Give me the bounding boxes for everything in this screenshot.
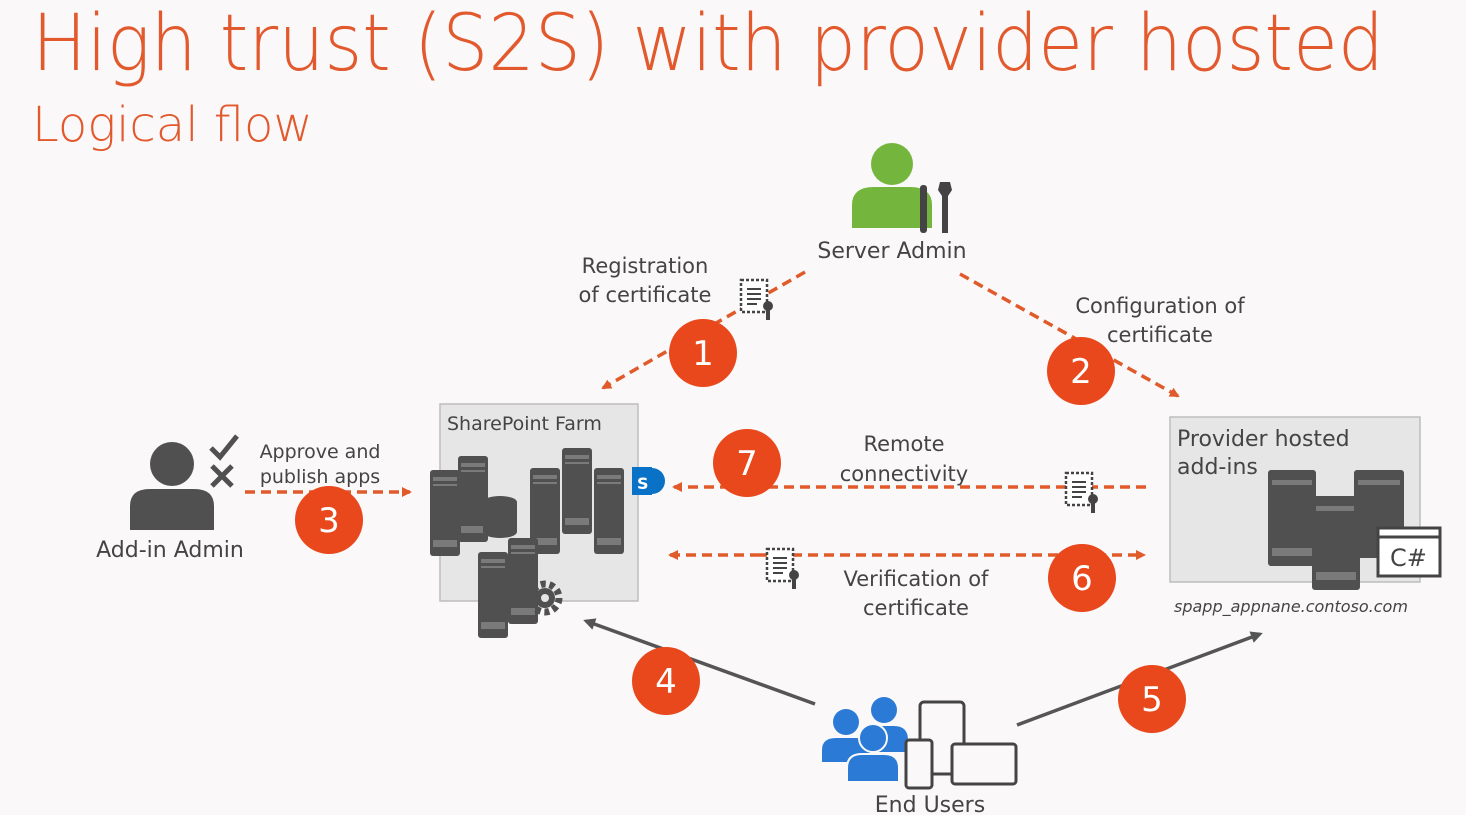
- flow-7-label-line2: connectivity: [840, 462, 968, 486]
- step-badge-4: 4: [632, 647, 700, 715]
- addin-admin-icon: [130, 442, 214, 530]
- provider-url: spapp_appnane.contoso.com: [1174, 597, 1408, 617]
- flow-6-label-line2: certificate: [863, 596, 969, 620]
- certificate-icon: [739, 278, 775, 322]
- flow-3-label-line2: publish apps: [260, 466, 380, 488]
- flow-6-label-line1: Verification of: [844, 567, 990, 591]
- flow-1-label-line1: Registration: [582, 254, 709, 278]
- certificate-icon: [1064, 471, 1100, 515]
- step-badge-6: 6: [1048, 544, 1116, 612]
- svg-text:3: 3: [318, 501, 340, 541]
- flow-7-label-line1: Remote: [863, 432, 944, 456]
- server-admin-icon: [852, 143, 952, 233]
- certificate-icon: [765, 547, 801, 591]
- page-subtitle: Logical flow: [32, 97, 313, 153]
- provider-addins-label: add-ins: [1177, 455, 1258, 480]
- end-users-icon: [822, 697, 908, 783]
- server-admin-label: Server Admin: [817, 239, 966, 264]
- step-badge-5: 5: [1118, 665, 1186, 733]
- svg-text:6: 6: [1071, 559, 1093, 599]
- svg-text:2: 2: [1070, 352, 1092, 392]
- flow-2-label-line1: Configuration of: [1075, 294, 1245, 318]
- svg-text:4: 4: [655, 662, 677, 702]
- arrow-users-to-sharepoint: [583, 618, 816, 706]
- step-badge-3: 3: [295, 486, 363, 554]
- csharp-window-icon: C#: [1376, 526, 1442, 578]
- sharepoint-logo-icon: S: [632, 467, 665, 495]
- svg-text:C#: C#: [1390, 544, 1427, 572]
- checkmark-icon: [209, 434, 239, 461]
- svg-text:1: 1: [692, 334, 714, 374]
- sharepoint-servers-icon: [430, 448, 624, 638]
- provider-hosted-label: Provider hosted: [1177, 427, 1350, 452]
- page-title: High trust (S2S) with provider hosted: [32, 0, 1384, 89]
- flow-1-label-line2: of certificate: [579, 283, 712, 307]
- gear-icon: [527, 580, 563, 616]
- step-badge-7: 7: [713, 429, 781, 497]
- arrow-configuration: [959, 272, 1180, 398]
- addin-admin-label: Add-in Admin: [96, 538, 244, 563]
- sharepoint-farm-label: SharePoint Farm: [447, 413, 602, 435]
- svg-text:5: 5: [1141, 680, 1163, 720]
- end-users-label: End Users: [875, 793, 985, 815]
- cross-icon: [210, 464, 234, 488]
- step-badge-2: 2: [1047, 337, 1115, 405]
- flow-3-label-line1: Approve and: [260, 441, 381, 463]
- svg-text:7: 7: [736, 444, 758, 484]
- svg-text:S: S: [637, 474, 649, 493]
- step-badge-1: 1: [669, 319, 737, 387]
- devices-icon: [904, 700, 1018, 790]
- flow-2-label-line2: certificate: [1107, 323, 1213, 347]
